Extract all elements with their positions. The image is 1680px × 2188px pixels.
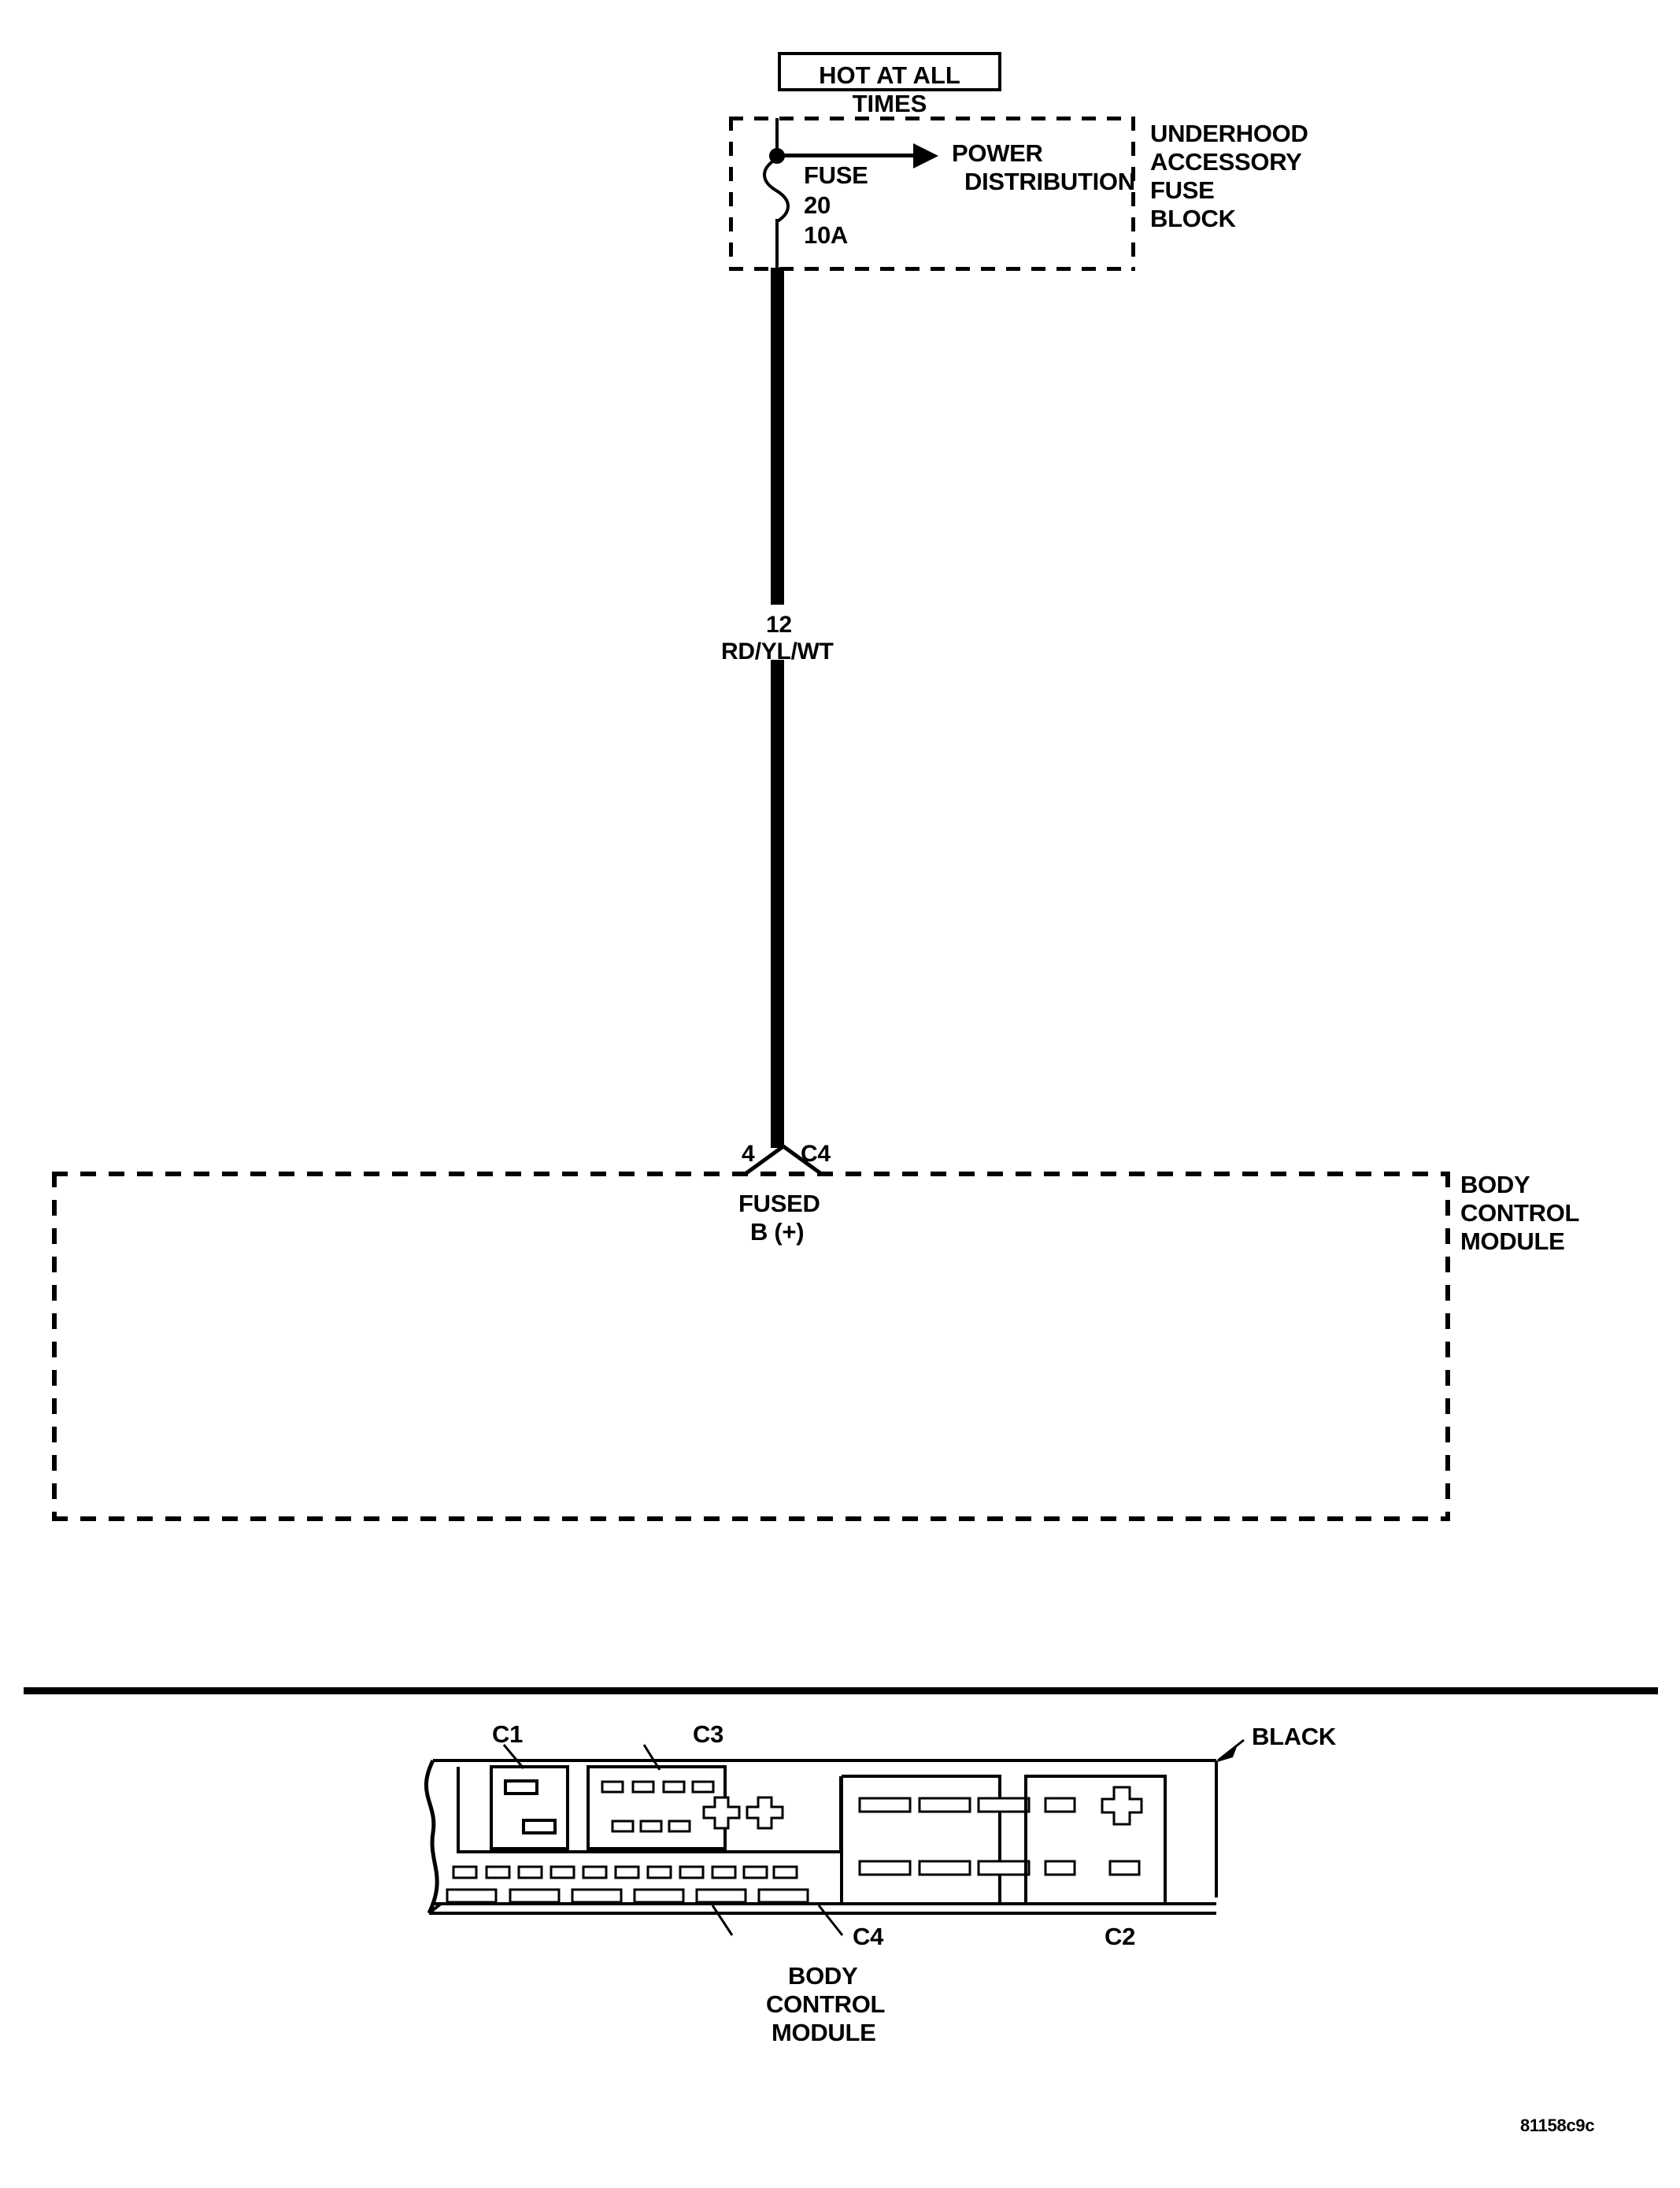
fuse-rating: 10A (804, 221, 848, 249)
circuit-name-line-2: B (+) (750, 1218, 805, 1246)
power-distribution-arrow-icon (913, 143, 938, 168)
fuse-block-name-line-4: BLOCK (1150, 205, 1236, 232)
fuse-block-name-line-2: ACCESSORY (1150, 148, 1302, 176)
fuse-symbol-icon (763, 159, 790, 222)
connector-caption-line-2: CONTROL (766, 1990, 886, 2018)
fuse-label: FUSE (804, 161, 868, 189)
wire-gauge-label: 12 (766, 612, 792, 638)
bcm-name-line-1: BODY (1460, 1171, 1530, 1198)
fuse-block-name-line-1: UNDERHOOD (1150, 120, 1308, 147)
fuse-feed-line-bottom (775, 219, 779, 272)
section-divider (24, 1687, 1658, 1694)
callout-c4: C4 (853, 1923, 884, 1950)
main-power-wire-lower (771, 660, 784, 1148)
underhood-accessory-fuse-block-boundary (729, 117, 1135, 271)
fuse-block-name-line-3: FUSE (1150, 176, 1215, 204)
callout-c2: C2 (1105, 1923, 1136, 1950)
bcm-name-line-2: CONTROL (1460, 1199, 1580, 1227)
power-distribution-line-1: POWER (952, 139, 1043, 167)
fuse-number: 20 (804, 191, 831, 219)
hot-at-all-times-label: HOT AT ALL TIMES (819, 61, 960, 117)
hot-at-all-times-box: HOT AT ALL TIMES (778, 52, 1001, 117)
callout-c1: C1 (492, 1720, 524, 1748)
fuse-feed-line-top (775, 118, 779, 156)
connector-caption-line-3: MODULE (772, 2019, 876, 2046)
callout-c3: C3 (693, 1720, 724, 1748)
bcm-pin-number: 4 (742, 1141, 755, 1167)
callout-connector-color: BLACK (1252, 1723, 1336, 1750)
bcm-name-line-3: MODULE (1460, 1227, 1565, 1255)
bcm-connector-id: C4 (801, 1141, 831, 1167)
power-distribution-line-2: DISTRIBUTION (964, 168, 1135, 195)
body-control-module-boundary (52, 1172, 1450, 1521)
connector-arrow-icon (745, 1143, 822, 1175)
power-distribution-line (777, 154, 917, 157)
circuit-name-line-1: FUSED (738, 1190, 820, 1217)
main-power-wire-upper (771, 268, 784, 605)
figure-id: 81158c9c (1520, 2116, 1595, 2135)
connector-caption-line-1: BODY (788, 1962, 858, 1990)
bcm-connector-illustration (424, 1738, 1245, 1936)
